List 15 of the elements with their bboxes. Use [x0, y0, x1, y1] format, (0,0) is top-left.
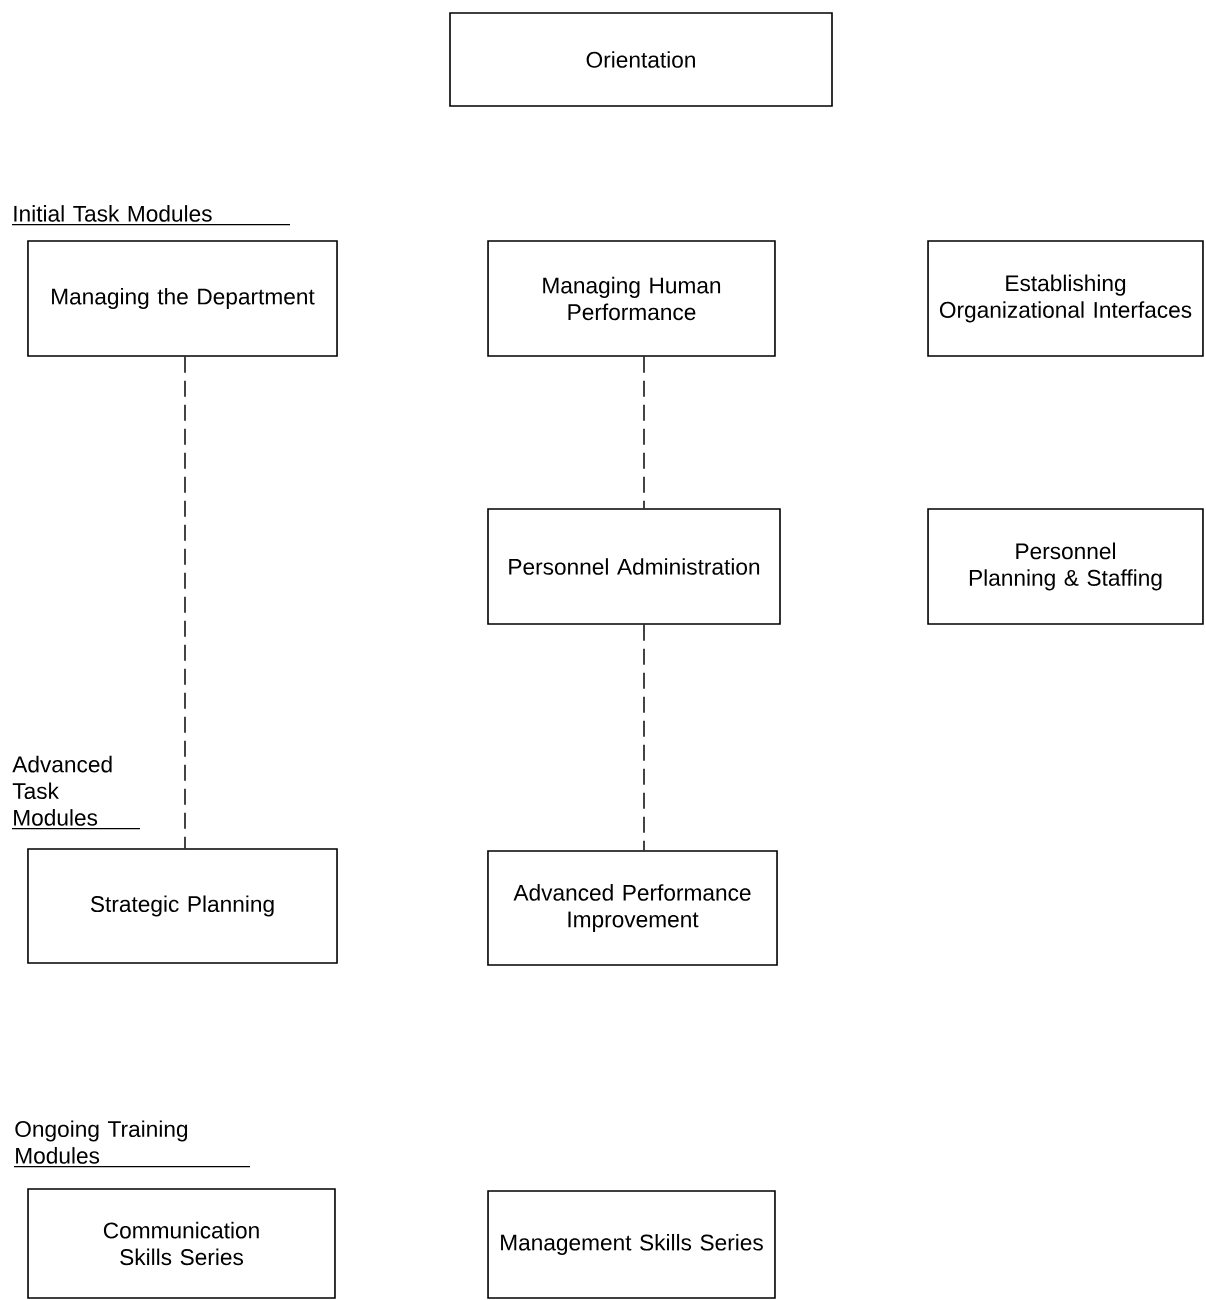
connector-line [643, 356, 645, 509]
module-box: Managing Human Performance [487, 240, 776, 357]
module-box: Orientation [449, 12, 833, 107]
module-box: Managing the Department [27, 240, 338, 357]
module-box: Strategic Planning [27, 848, 338, 964]
module-box: Personnel Planning & Staffing [927, 508, 1204, 625]
connector-line [184, 356, 186, 849]
connector-line [643, 624, 645, 851]
section-heading: Ongoing Training Modules [15, 1120, 188, 1164]
module-box: Personnel Administration [487, 508, 781, 625]
section-heading: Advanced Task Modules [12, 755, 112, 826]
module-box: Establishing Organizational Interfaces [927, 240, 1204, 357]
module-box: Communication Skills Series [27, 1188, 336, 1299]
module-box: Management Skills Series [487, 1190, 776, 1299]
module-box: Advanced Performance Improvement [487, 850, 778, 966]
